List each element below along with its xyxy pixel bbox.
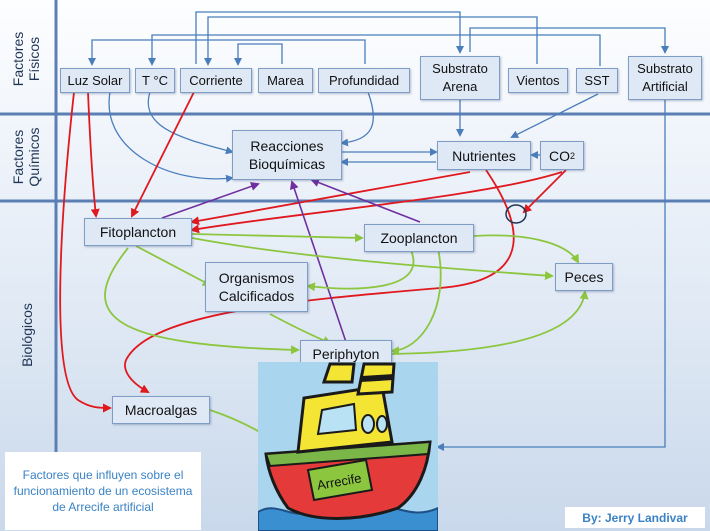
link-artificial-macroalgas — [436, 100, 666, 451]
link-sst-nutrientes — [510, 93, 599, 138]
co2-subscript: 2 — [569, 150, 575, 161]
porthole-1 — [361, 414, 375, 434]
link-zoo-organismos — [306, 247, 415, 292]
link-luz-macroalgas — [59, 91, 112, 413]
green-links — [104, 233, 589, 448]
boat-cabin-window — [316, 402, 358, 436]
link-periphyton-reacciones — [289, 180, 347, 343]
boat-stack-front — [321, 362, 356, 384]
link-co2-fitoplancton — [190, 171, 563, 234]
link-zoo-periphyton — [390, 247, 442, 356]
node-reacciones: Reacciones Bioquímicas — [232, 130, 342, 180]
node-fitoplancton: Fitoplancton — [84, 218, 192, 246]
figure-caption: Factores que influyen sobre el funcionam… — [5, 452, 201, 530]
node-substrato-artificial: Substrato Artificial — [628, 56, 702, 100]
link-fito-organismos — [135, 245, 212, 286]
node-corriente: Corriente — [180, 68, 252, 93]
co2-base: CO — [548, 147, 570, 164]
boat-label-plate — [306, 458, 374, 502]
node-nutrientes: Nutrientes — [437, 141, 531, 170]
link-nutrientes-macroalgas — [124, 169, 515, 393]
band-label-text-biologicos: Biológicos — [19, 303, 35, 367]
link-temp-reacciones — [147, 91, 234, 155]
co2-highlight-circle — [505, 204, 527, 224]
node-zooplancton: Zooplancton — [364, 224, 474, 252]
band-label-text-fisicos: Factores Físicos — [10, 31, 42, 87]
link-luz-reacciones — [108, 91, 234, 183]
node-marea: Marea — [258, 68, 313, 93]
physical-links — [88, 11, 669, 66]
boat-illustration: Arrecife — [257, 362, 439, 531]
node-temperatura: T °C — [135, 68, 175, 93]
link-luz-fitoplancton — [87, 91, 100, 218]
boat-stack-band — [361, 374, 394, 382]
band-label-biologicos: Biológicos — [19, 295, 37, 375]
link-marea-corriente — [234, 43, 283, 66]
link-fito-periphyton — [104, 247, 300, 355]
node-peces: Peces — [555, 263, 613, 291]
chem-links — [108, 91, 666, 451]
link-nutrientes-fitoplancton — [190, 171, 471, 226]
band-label-quimicos: Factores Químicos — [10, 122, 44, 192]
boat-deck-band — [264, 440, 432, 468]
node-profundidad: Profundidad — [318, 68, 410, 93]
node-substrato-arena: Substrato Arena — [420, 56, 500, 100]
link-fito-peces — [191, 237, 554, 280]
link-corriente-arena — [195, 11, 464, 64]
caption-text: Factores que influyen sobre el funcionam… — [13, 468, 193, 514]
band-label-fisicos: Factores Físicos — [10, 24, 44, 94]
link-zoo-peces — [473, 234, 579, 264]
node-macroalgas: Macroalgas — [112, 396, 210, 424]
link-zooplancton-reacciones — [310, 178, 421, 223]
node-vientos: Vientos — [508, 68, 568, 93]
node-luz-solar: Luz Solar — [60, 68, 130, 93]
author-text: By: Jerry Landivar — [582, 510, 688, 525]
node-organismos: Organismos Calcificados — [205, 262, 308, 312]
link-fito-zoo — [191, 233, 364, 243]
author-credit: By: Jerry Landivar — [565, 507, 705, 528]
link-fitoplancton-reacciones — [161, 182, 260, 219]
node-sst: SST — [576, 68, 618, 93]
porthole-2 — [376, 415, 388, 433]
boat-panel: Arrecife — [257, 362, 439, 531]
purple-links — [161, 178, 421, 343]
link-profundidad-reacciones — [340, 91, 374, 147]
link-organismos-periphyton — [269, 313, 332, 345]
link-sst-temp — [148, 34, 601, 66]
link-periphyton-peces — [391, 290, 589, 355]
link-profundidad-luz — [88, 39, 366, 66]
link-arena-artificial — [469, 27, 669, 54]
link-corriente-fitoplancton — [131, 91, 195, 218]
link-co2-nutrientes-circle — [522, 169, 567, 214]
band-label-text-quimicos: Factores Químicos — [10, 127, 42, 187]
red-links — [59, 91, 567, 413]
